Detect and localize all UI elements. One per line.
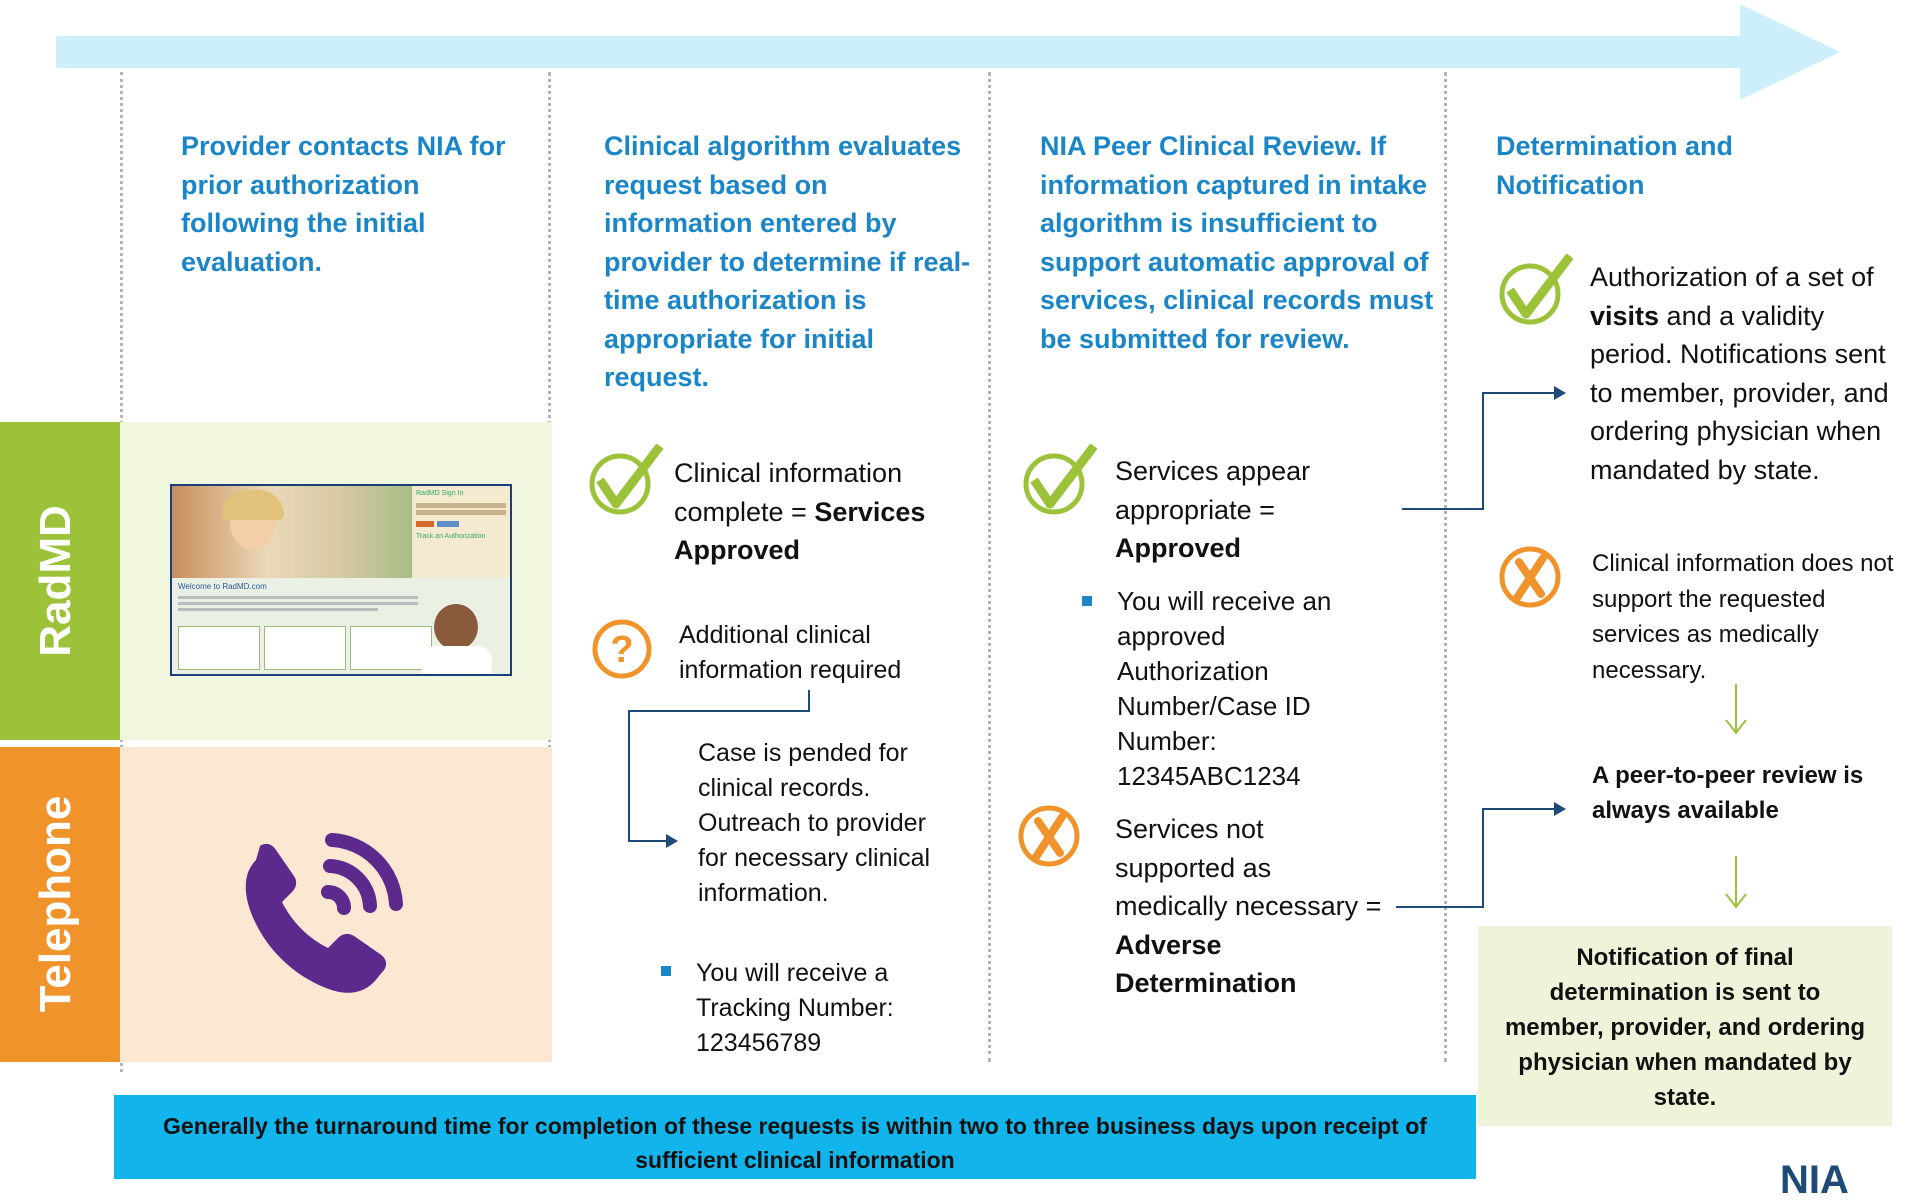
phone-icon bbox=[245, 833, 403, 993]
col2-approved-prefix: Clinical information complete = bbox=[674, 458, 903, 527]
radmd-band bbox=[0, 422, 120, 740]
bullet-icon bbox=[1082, 596, 1092, 606]
connector-line bbox=[1396, 906, 1484, 908]
x-icon bbox=[1499, 546, 1561, 608]
col4-heading: Determination and Notification bbox=[1496, 131, 1734, 200]
final-notification-box: Notification of final determination is s… bbox=[1478, 926, 1892, 1126]
arrow-right-icon bbox=[666, 834, 678, 848]
tools-box bbox=[264, 626, 346, 670]
radmd-website-thumbnail: RadMD Sign In Track an Authorization Wel… bbox=[170, 484, 512, 676]
sign-in-button bbox=[416, 521, 434, 527]
turnaround-banner: Generally the turnaround time for comple… bbox=[114, 1095, 1476, 1179]
col3-denied-prefix: Services not supported as medically nece… bbox=[1115, 814, 1382, 921]
connector-line bbox=[1482, 808, 1484, 908]
col4-peer-text: A peer-to-peer review is always availabl… bbox=[1592, 762, 1864, 824]
col4-final-text: Notification of final determination is s… bbox=[1504, 944, 1866, 1111]
news-box bbox=[178, 626, 260, 670]
col4-auth-part2: and a validity period. Notifications sen… bbox=[1590, 300, 1889, 485]
check-icon bbox=[1023, 444, 1098, 515]
telephone-band-panel bbox=[120, 747, 552, 1062]
col4-auth-text: Authorization of a set of visits and a v… bbox=[1590, 258, 1890, 489]
doctor2-face bbox=[434, 604, 478, 650]
timeline-arrow-head bbox=[1740, 4, 1840, 100]
connector-line bbox=[1482, 808, 1556, 810]
col3-approved-bold: Approved bbox=[1115, 533, 1242, 563]
check-icon bbox=[589, 444, 664, 515]
svg-text:?: ? bbox=[610, 629, 633, 671]
arrow-right-icon bbox=[1554, 386, 1566, 400]
telephone-band bbox=[0, 747, 120, 1062]
col1-heading: Provider contacts NIA for prior authoriz… bbox=[181, 131, 506, 277]
x-icon bbox=[1018, 805, 1080, 867]
text-line bbox=[178, 596, 418, 599]
connector-line bbox=[1482, 392, 1556, 394]
col3-denied-text: Services not supported as medically nece… bbox=[1115, 810, 1385, 1003]
col3-approved-text: Services appear appropriate = Approved bbox=[1115, 452, 1365, 568]
question-icon: ? bbox=[592, 619, 652, 679]
connector-line bbox=[808, 690, 810, 712]
connector-line bbox=[628, 710, 810, 712]
text-line bbox=[178, 608, 378, 611]
arrow-right-icon bbox=[1554, 802, 1566, 816]
connector-line bbox=[1402, 508, 1484, 510]
col2-approved-text: Clinical information complete = Services… bbox=[674, 454, 974, 570]
col2-approved-bold: Services Approved bbox=[674, 496, 926, 566]
doctor2-coat bbox=[422, 646, 492, 674]
telephone-label: Telephone bbox=[31, 795, 80, 1013]
column-divider-4 bbox=[1444, 72, 1447, 1062]
col3-denied-bold: Adverse Determination bbox=[1115, 929, 1297, 999]
track-title: Track an Authorization bbox=[416, 533, 486, 540]
help-box bbox=[350, 626, 432, 670]
doctor-hair bbox=[222, 490, 284, 520]
arrow-down-icon bbox=[1725, 856, 1747, 909]
connector-line bbox=[628, 710, 630, 842]
col2-heading: Clinical algorithm evaluates request bas… bbox=[604, 131, 971, 392]
col4-denied-text: Clinical information does not support th… bbox=[1592, 550, 1894, 684]
text-line bbox=[178, 602, 418, 605]
col3-approved-prefix: Services appear appropriate = bbox=[1115, 456, 1311, 525]
nia-logo: NIA bbox=[1780, 1158, 1849, 1202]
bullet-icon bbox=[661, 966, 671, 976]
arrow-down-icon bbox=[1725, 684, 1747, 735]
connector-line bbox=[1482, 392, 1484, 510]
col4-auth-bold: visits bbox=[1590, 300, 1660, 331]
col3-bullet-text: You will receive an approved Authorizati… bbox=[1117, 586, 1332, 791]
hero-image bbox=[172, 486, 412, 578]
welcome-text: Welcome to RadMD.com bbox=[178, 582, 267, 591]
timeline-arrow-shaft bbox=[56, 36, 1746, 68]
register-button bbox=[437, 521, 459, 527]
connector-line bbox=[628, 840, 668, 842]
sign-in-buttons bbox=[416, 521, 506, 527]
col3-heading: NIA Peer Clinical Review. If information… bbox=[1040, 131, 1434, 354]
sign-in-line bbox=[416, 503, 506, 508]
turnaround-text: Generally the turnaround time for comple… bbox=[163, 1113, 1427, 1173]
column-divider-3 bbox=[988, 72, 991, 1062]
col2-pended-text: Case is pended for clinical records. Out… bbox=[698, 739, 931, 907]
radmd-label: RadMD bbox=[31, 505, 80, 657]
sign-in-line bbox=[416, 510, 506, 515]
check-icon bbox=[1499, 254, 1574, 325]
col4-auth-part1: Authorization of a set of bbox=[1590, 262, 1874, 292]
col2-pending-text: Additional clinical information required bbox=[679, 621, 902, 684]
sign-in-panel: RadMD Sign In Track an Authorization bbox=[412, 486, 510, 578]
sign-in-title: RadMD Sign In bbox=[416, 490, 464, 497]
col2-bullet-text: You will receive a Tracking Number: 1234… bbox=[696, 959, 894, 1057]
